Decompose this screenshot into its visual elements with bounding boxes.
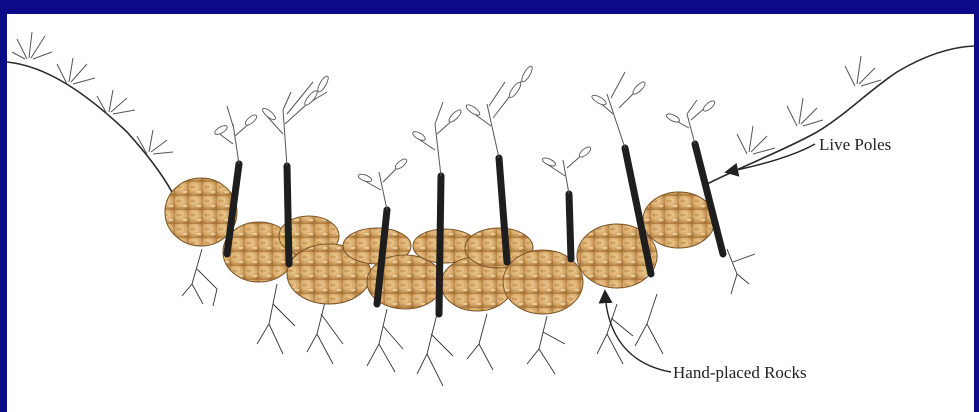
streambank-diagram: Live Poles Hand-placed Rocks: [7, 14, 974, 412]
live-pole: [287, 166, 289, 264]
diagram-canvas: Live Poles Hand-placed Rocks: [7, 14, 974, 412]
hand-placed-rocks-arrow: [605, 292, 671, 372]
right-bank-line: [707, 46, 974, 184]
left-bank-grass: [12, 32, 173, 154]
live-pole: [439, 176, 441, 314]
live-pole: [569, 194, 571, 259]
live-poles-label: Live Poles: [819, 135, 891, 154]
hand-placed-rocks-label: Hand-placed Rocks: [673, 363, 807, 382]
left-bank-line: [7, 62, 172, 192]
rock: [643, 192, 715, 248]
